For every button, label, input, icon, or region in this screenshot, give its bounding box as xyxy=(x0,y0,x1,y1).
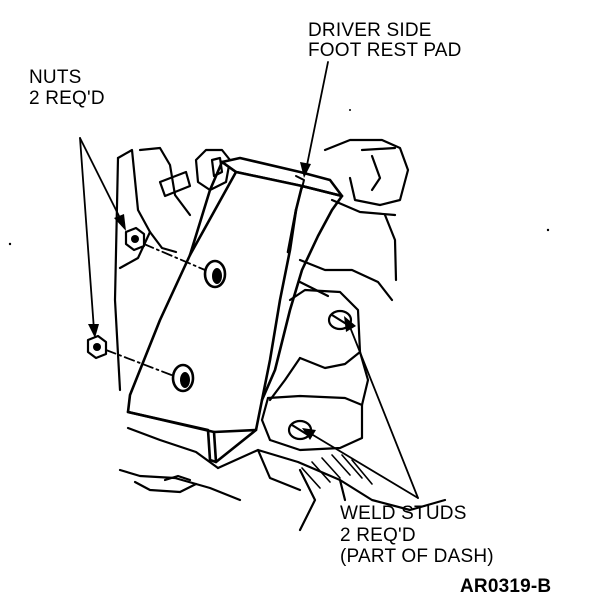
foot-rest-pad-label-line1: DRIVER SIDE xyxy=(308,20,432,41)
foot-rest-pad-label-line2: FOOT REST PAD xyxy=(308,40,462,61)
nuts-label-line2: 2 REQ'D xyxy=(29,88,105,109)
foot-rest-pad xyxy=(126,156,344,464)
weld-studs-label-line1: WELD STUDS xyxy=(340,503,467,524)
nuts xyxy=(86,226,146,360)
weld-studs xyxy=(287,309,353,441)
figure-code: AR0319-B xyxy=(460,576,552,597)
weld-studs-label-line3: (PART OF DASH) xyxy=(340,546,494,567)
specks xyxy=(8,109,550,246)
dash-panel xyxy=(113,138,447,532)
nuts-label-line1: NUTS xyxy=(29,67,82,88)
weld-studs-label-line2: 2 REQ'D xyxy=(340,525,416,546)
arrowheads xyxy=(88,162,356,440)
alignment-lines xyxy=(105,243,206,377)
leader-lines xyxy=(79,61,419,499)
